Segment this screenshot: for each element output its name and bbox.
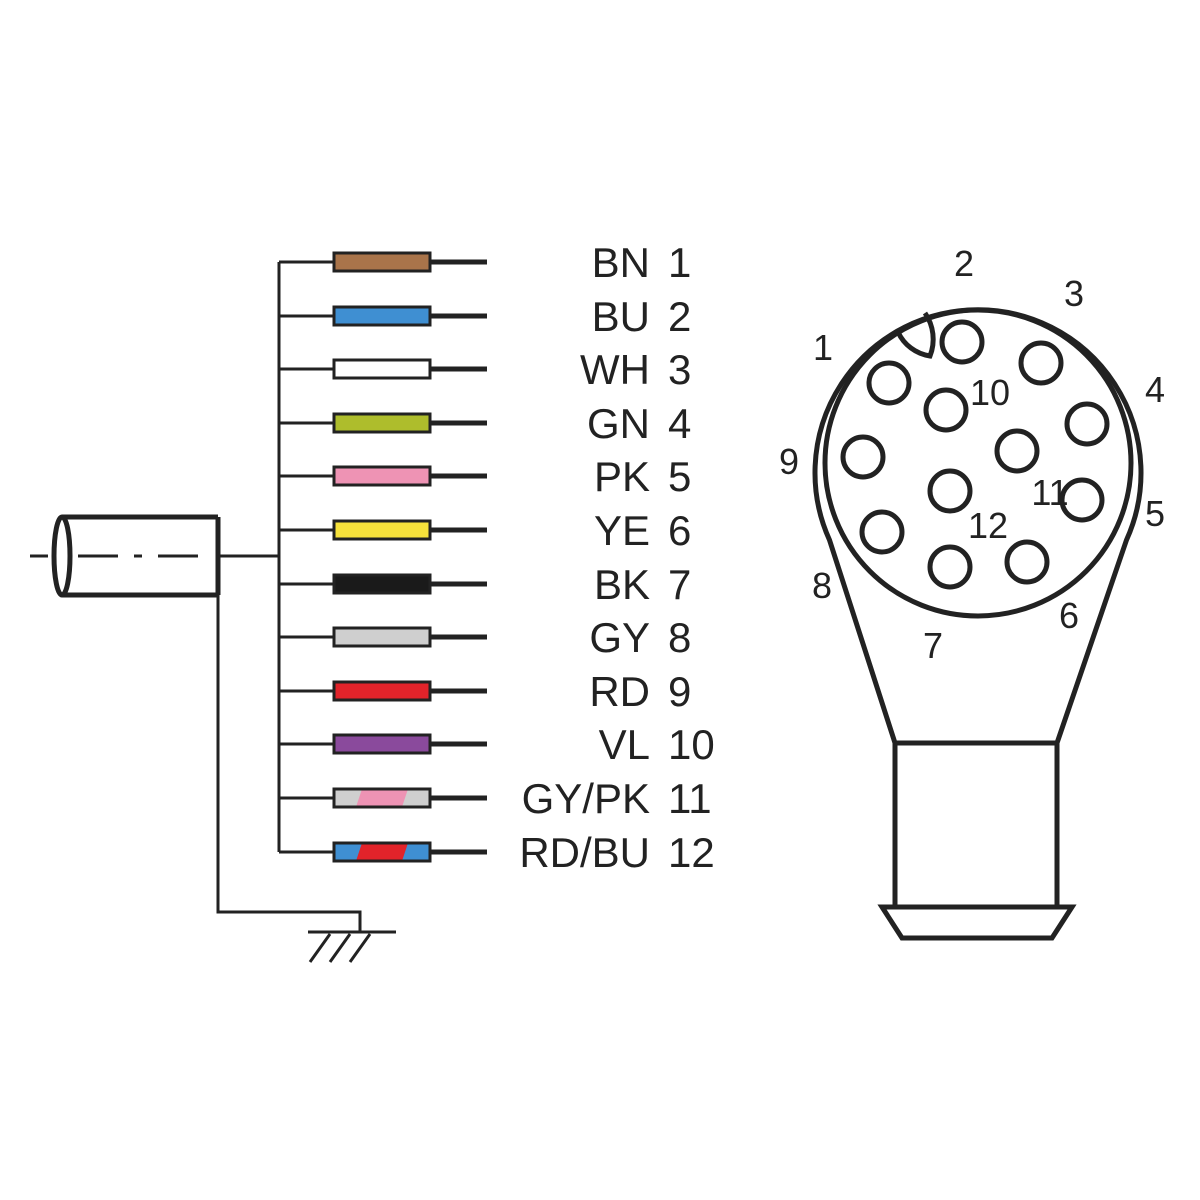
wire-insulation: [332, 626, 432, 648]
wire-insulation: [332, 519, 432, 541]
wire-row: GY/PK 11: [279, 775, 712, 822]
connector-pin-labels: 1 2 3 4 5 6 7 8 9 10 11 12: [779, 243, 1165, 666]
wire-row: GY 8: [279, 614, 691, 661]
wire-pin-number: 10: [668, 721, 715, 768]
pin-label: 4: [1145, 369, 1165, 410]
wire-color-code: RD: [589, 668, 650, 715]
pin-label: 2: [954, 243, 974, 284]
wire-color-code: GN: [587, 400, 650, 447]
contact-7: [927, 544, 973, 590]
wire-pin-number: 5: [668, 453, 691, 500]
wire-color-code: BN: [592, 239, 650, 286]
contact-3: [1018, 340, 1064, 386]
wire-insulation: [332, 841, 432, 863]
wire-color-code: PK: [594, 453, 650, 500]
wire-insulation: [332, 251, 432, 273]
wire-color-code: GY: [589, 614, 650, 661]
shield-wire: [216, 595, 362, 932]
wire-row: WH 3: [279, 346, 691, 393]
pin-label: 6: [1059, 595, 1079, 636]
wire-insulation: [332, 573, 432, 595]
contact-11: [994, 428, 1040, 474]
wire-pin-number: 3: [668, 346, 691, 393]
contact-10: [923, 387, 969, 433]
ground-icon: [308, 930, 396, 963]
wire-row: RD 9: [279, 668, 691, 715]
wire-color-code: YE: [594, 507, 650, 554]
wire-insulation: [332, 305, 432, 327]
connector-face-icon: [812, 307, 1144, 941]
wire-pin-number: 1: [668, 239, 691, 286]
wire-pin-number: 9: [668, 668, 691, 715]
wire-row: BK 7: [279, 561, 691, 608]
pin-label: 9: [779, 441, 799, 482]
wire-color-code: BU: [592, 293, 650, 340]
contact-1: [866, 360, 912, 406]
contact-2: [939, 319, 985, 365]
contact-5: [1059, 477, 1105, 523]
wire-pin-number: 12: [668, 829, 715, 876]
wire-pin-number: 8: [668, 614, 691, 661]
wire-insulation: [332, 680, 432, 702]
wire-row: BU 2: [279, 293, 691, 340]
wire-pin-number: 7: [668, 561, 691, 608]
wire-pin-number: 2: [668, 293, 691, 340]
pin-label: 10: [970, 372, 1010, 413]
wire-insulation: [332, 733, 432, 755]
wire-row: BN 1: [279, 239, 691, 286]
wire-color-code: BK: [594, 561, 650, 608]
wire-color-code: WH: [580, 346, 650, 393]
wire-insulation: [332, 787, 432, 809]
cable-icon: [30, 514, 279, 598]
wire-row: YE 6: [279, 507, 691, 554]
wire-insulation: [332, 412, 432, 434]
contact-12: [927, 468, 973, 514]
contact-9: [840, 434, 886, 480]
pin-label: 1: [813, 327, 833, 368]
wire-color-code: RD/BU: [519, 829, 650, 876]
pin-label: 12: [968, 505, 1008, 546]
wire-insulation: [332, 465, 432, 487]
wire-color-code: VL: [599, 721, 650, 768]
wire-color-code: GY/PK: [522, 775, 650, 822]
wire-pin-number: 11: [668, 775, 712, 822]
pin-label: 3: [1064, 273, 1084, 314]
wire-row: GN 4: [279, 400, 691, 447]
contact-8: [859, 509, 905, 555]
wire-insulation: [332, 358, 432, 380]
pin-label: 7: [923, 625, 943, 666]
contact-6: [1004, 539, 1050, 585]
wire-pin-number: 4: [668, 400, 691, 447]
wire-pin-number: 6: [668, 507, 691, 554]
pin-label: 5: [1145, 493, 1165, 534]
wire-row: RD/BU 12: [279, 829, 715, 876]
wire-row: PK 5: [279, 453, 691, 500]
wire-row: VL 10: [279, 721, 715, 768]
contact-4: [1064, 401, 1110, 447]
pin-label: 8: [812, 565, 832, 606]
pin-label: 11: [1031, 472, 1068, 513]
